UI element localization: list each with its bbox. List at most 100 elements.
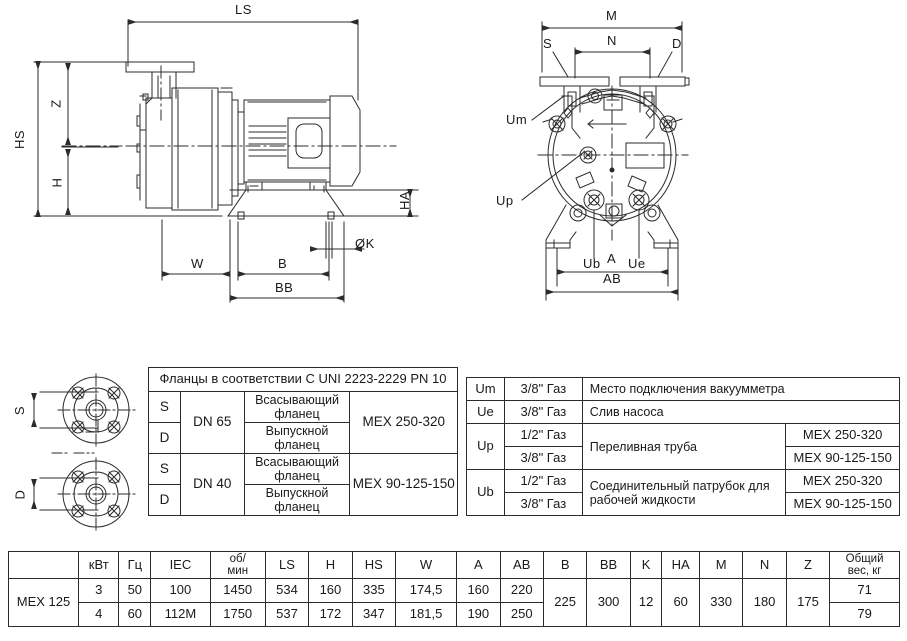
dim-label-s: S — [543, 36, 553, 51]
spec-cell-kw: 3 — [77, 578, 120, 604]
table-row: 3/8" Газ MEX 90-125-150 — [467, 446, 900, 470]
flange-cell-desc: Выпускной фланец — [243, 483, 351, 516]
conn-model: MEX 90-125-150 — [785, 446, 900, 470]
spec-cell-h: 160 — [308, 578, 353, 604]
spec-header-ls: LS — [264, 550, 310, 580]
pump-side-elevation: LS HS Z H HA ØK W B BB — [0, 0, 460, 340]
spec-cell-hs: 347 — [351, 602, 397, 628]
spec-cell-hz: 60 — [118, 602, 152, 628]
table-row: Um 3/8" Газ Место подключения вакуумметр… — [466, 377, 901, 401]
spec-cell-hs: 335 — [351, 578, 397, 604]
flange-section-views: S D — [12, 370, 146, 536]
spec-cell-b: 225 — [542, 578, 588, 628]
spec-cell-weight: 79 — [829, 602, 900, 628]
spec-header-k: K — [629, 550, 663, 580]
flange-cell-desc: Всасывающий фланец — [243, 390, 351, 423]
spec-cell-rpm: 1450 — [209, 578, 266, 604]
flange-cell-sd: D — [148, 483, 181, 516]
table-row: D Выпускной фланец — [148, 483, 458, 516]
spec-header-b: B — [542, 550, 588, 580]
spec-cell-weight: 71 — [829, 578, 900, 604]
conn-port: Ue — [466, 400, 505, 424]
front-elevation-svg — [521, 21, 690, 301]
conn-model: MEX 90-125-150 — [785, 492, 900, 516]
spec-header-w: W — [395, 550, 458, 580]
conn-model: MEX 250-320 — [785, 469, 900, 493]
pump-front-elevation: M N S D A AB Um Up Ub Ue — [480, 0, 907, 310]
dim-label-w: W — [191, 256, 204, 271]
spec-cell-z: 175 — [785, 578, 831, 628]
dim-label-ab: AB — [603, 271, 622, 286]
spec-cell-ab: 250 — [499, 602, 544, 628]
spec-header-blank — [8, 550, 79, 580]
table-row: MEX 125 3 50 100 1450 534 160 335 174,5 … — [8, 578, 900, 628]
conn-size: 3/8" Газ — [503, 492, 583, 516]
spec-header-iec: IEC — [150, 550, 211, 580]
flange-label-d: D — [12, 489, 28, 500]
port-label-um: Um — [506, 112, 528, 127]
table-row: Ue 3/8" Газ Слив насоса — [466, 400, 901, 424]
conn-desc: Соединительный патрубок для рабочей жидк… — [581, 469, 787, 516]
side-elevation-svg — [33, 19, 419, 303]
flange-cell-dn: DN 40 — [179, 452, 245, 516]
table-row: 3/8" Газ MEX 90-125-150 — [467, 492, 900, 516]
conn-size: 1/2" Газ — [503, 423, 583, 447]
spec-cell-n: 180 — [742, 578, 787, 628]
dim-label-d: D — [672, 36, 682, 51]
port-label-up: Up — [496, 193, 514, 208]
flange-cell-sd: S — [148, 390, 181, 423]
table-row: S DN 65 Всасывающий фланец MEX 250-320 — [148, 390, 458, 454]
connections-table: Um 3/8" Газ Место подключения вакуумметр… — [466, 377, 901, 516]
port-label-ue: Ue — [628, 256, 646, 271]
spec-header-z: Z — [785, 550, 831, 580]
spec-header-kw: кВт — [77, 550, 120, 580]
spec-model-name: MEX 125 — [8, 578, 79, 628]
spec-cell-iec: 112M — [150, 602, 211, 628]
spec-cell-h: 172 — [308, 602, 353, 628]
spec-header-bb: BB — [586, 550, 631, 580]
table-header-row: кВт Гц IEC об/ мин LS H HS W A AB B BB K… — [8, 550, 900, 580]
conn-desc: Переливная труба — [581, 423, 787, 470]
spec-header-rpm-line1: об/ — [229, 553, 246, 565]
spec-cell-ha: 60 — [661, 578, 700, 628]
spec-cell-rpm: 1750 — [209, 602, 266, 628]
spec-cell-m: 330 — [698, 578, 744, 628]
spec-cell-hz: 50 — [118, 578, 152, 604]
spec-cell-w: 181,5 — [395, 602, 458, 628]
spec-header-hs: HS — [351, 550, 397, 580]
spec-header-n: N — [742, 550, 787, 580]
dim-label-m: M — [606, 8, 618, 23]
spec-cell-ls: 537 — [264, 602, 310, 628]
table-row: Up 1/2" Газ Переливная труба MEX 250-320 — [466, 423, 900, 470]
dim-label-ha: HA — [397, 190, 413, 211]
conn-desc: Место подключения вакуумметра — [581, 377, 901, 401]
dim-label-bb: BB — [275, 280, 294, 295]
flange-cell-sd: S — [148, 452, 181, 485]
dim-label-b: B — [278, 256, 288, 271]
specification-table: кВт Гц IEC об/ мин LS H HS W A AB B BB K… — [8, 550, 900, 628]
spec-header-rpm: об/ мин — [209, 550, 266, 580]
flange-table-header: Фланцы в соответствии С UNI 2223-2229 PN… — [148, 367, 458, 392]
dim-label-h: H — [49, 177, 65, 188]
conn-size: 3/8" Газ — [503, 446, 583, 470]
spec-header-a: A — [456, 550, 501, 580]
spec-header-weight-line2: вес, кг — [847, 565, 882, 578]
spec-header-ha: HA — [661, 550, 700, 580]
flange-specification-table: Фланцы в соответствии С UNI 2223-2229 PN… — [148, 367, 458, 516]
dim-label-z: Z — [48, 99, 64, 108]
spec-cell-kw: 4 — [77, 602, 120, 628]
spec-header-ab: AB — [499, 550, 544, 580]
dim-label-ls: LS — [235, 2, 252, 17]
flange-cell-model: MEX 90-125-150 — [349, 452, 458, 516]
spec-cell-k: 12 — [629, 578, 663, 628]
spec-cell-bb: 300 — [586, 578, 631, 628]
spec-header-m: M — [698, 550, 744, 580]
flange-cell-model: MEX 250-320 — [349, 390, 458, 454]
port-label-ub: Ub — [583, 256, 601, 271]
spec-cell-w: 174,5 — [395, 578, 458, 604]
conn-size: 1/2" Газ — [503, 469, 583, 493]
conn-desc: Слив насоса — [581, 400, 901, 424]
dim-label-a: A — [607, 251, 617, 266]
spec-header-weight: Общий вес, кг — [829, 550, 900, 580]
